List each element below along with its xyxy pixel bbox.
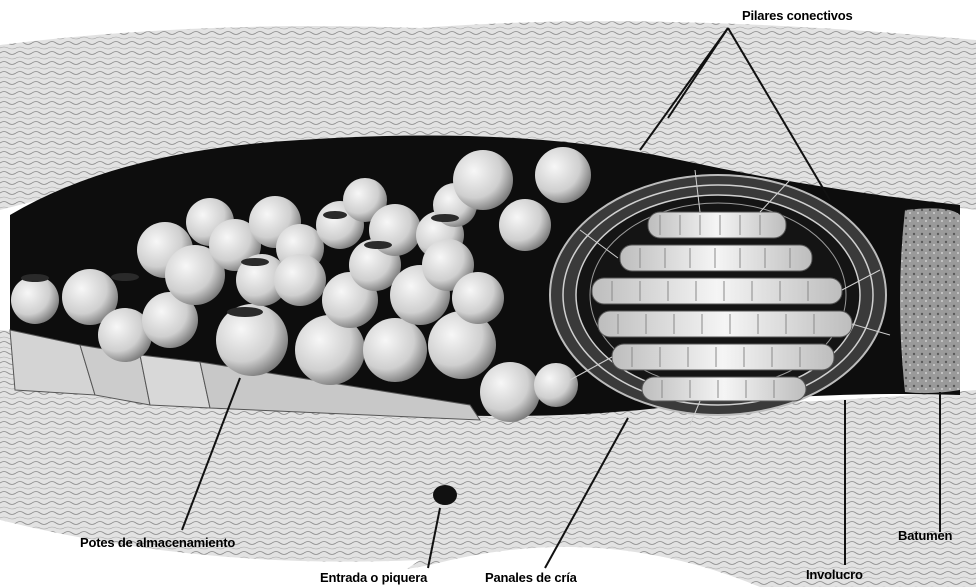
label-pilares-conectivos: Pilares conectivos	[742, 8, 853, 23]
plank-3	[140, 355, 210, 408]
entrance-hole	[433, 485, 457, 505]
label-involucro: Involucro	[806, 567, 863, 582]
label-potes-almacenamiento: Potes de almacenamiento	[80, 535, 235, 550]
label-batumen: Batumen	[898, 528, 952, 543]
label-panales-cria: Panales de cría	[485, 570, 577, 585]
label-entrada-piquera: Entrada o piquera	[320, 570, 427, 585]
batumen-wall	[900, 208, 960, 393]
